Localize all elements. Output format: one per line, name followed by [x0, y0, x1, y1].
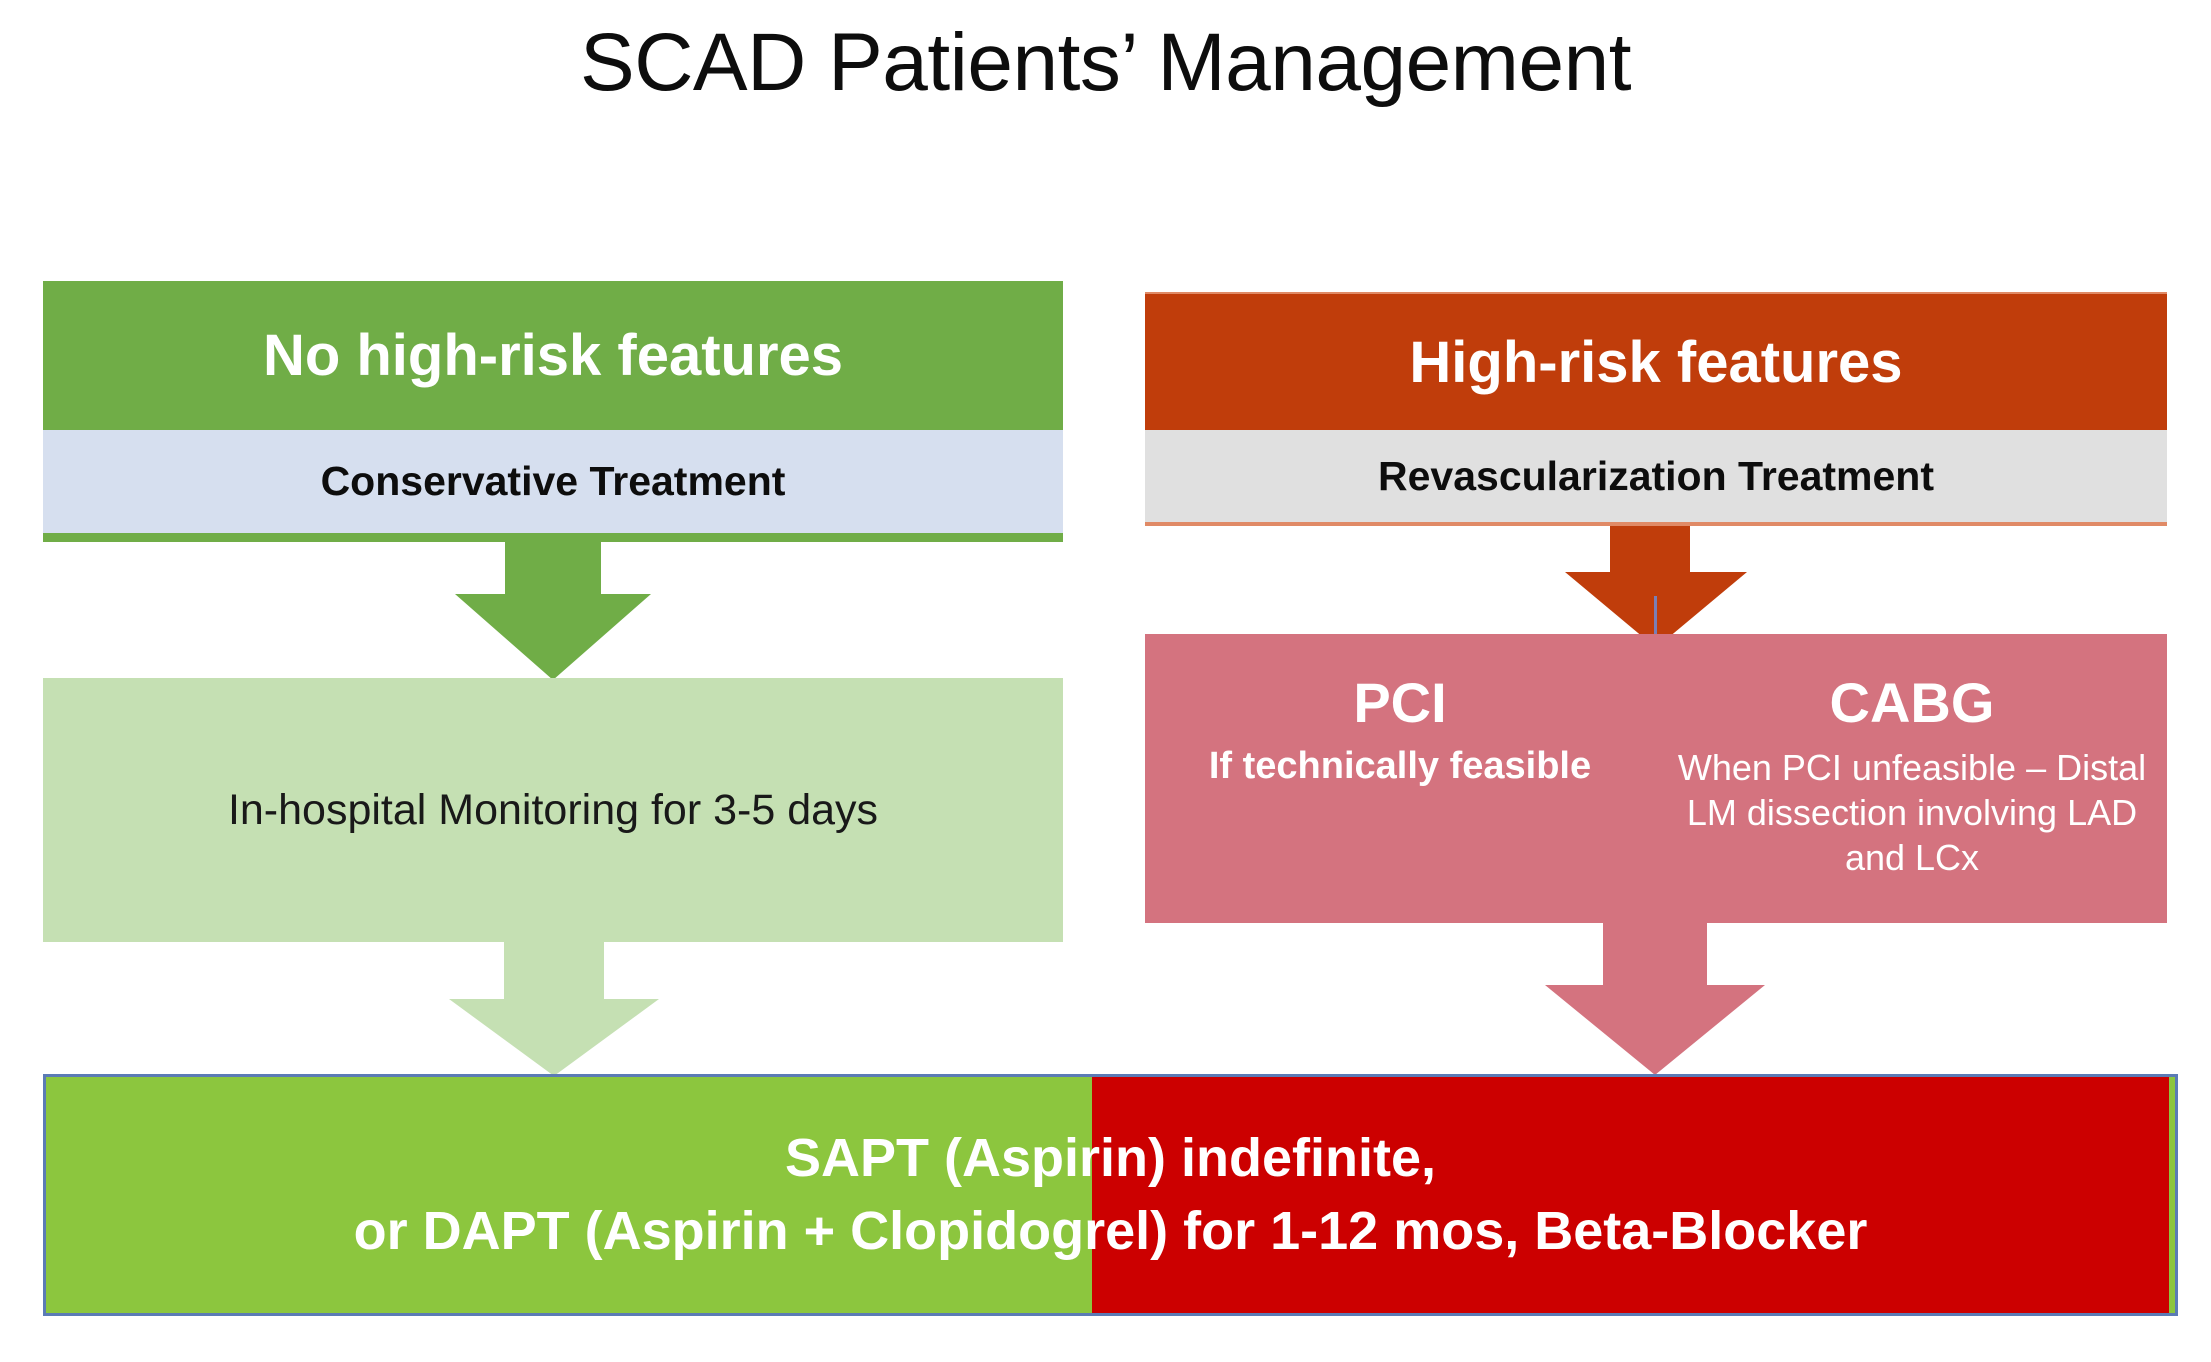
right-branch-underline: [1145, 522, 2167, 526]
pink-down-arrow-icon: [1545, 923, 1765, 1075]
option-pci: PCI If technically feasible: [1145, 634, 1655, 923]
option-cabg-detail: When PCI unfeasible – Distal LM dissecti…: [1677, 746, 2147, 878]
green-down-arrow-icon: [455, 540, 651, 680]
outcome-banner-text: SAPT (Aspirin) indefinite, or DAPT (Aspi…: [46, 1077, 2175, 1313]
right-branch-subheader: Revascularization Treatment: [1145, 430, 2167, 522]
orange-down-arrow-icon: [1565, 526, 1747, 648]
left-branch-header: No high-risk features: [43, 281, 1063, 430]
outcome-banner-right-edge: [2169, 1077, 2175, 1313]
outcome-line-2: or DAPT (Aspirin + Clopidogrel) for 1-12…: [353, 1201, 1868, 1261]
left-branch-underline: [43, 533, 1063, 542]
page-title: SCAD Patients’ Management: [580, 17, 1631, 108]
option-pci-title: PCI: [1353, 671, 1447, 734]
right-branch-header: High-risk features: [1145, 292, 2167, 430]
pale-green-down-arrow-icon: [449, 942, 659, 1076]
right-branch-options-box: PCI If technically feasible CABG When PC…: [1145, 634, 2167, 923]
option-pci-detail: If technically feasible: [1208, 744, 1592, 787]
left-branch-step-box: In-hospital Monitoring for 3-5 days: [43, 678, 1063, 942]
option-cabg: CABG When PCI unfeasible – Distal LM dis…: [1655, 634, 2167, 923]
outcome-line-1: SAPT (Aspirin) indefinite,: [784, 1128, 1436, 1189]
outcome-banner-red-half: [1092, 1077, 2172, 1313]
option-cabg-title: CABG: [1829, 671, 1995, 734]
left-branch-subheader: Conservative Treatment: [43, 430, 1063, 533]
outcome-banner-green-half: [46, 1077, 1092, 1313]
outcome-banner: SAPT (Aspirin) indefinite, or DAPT (Aspi…: [43, 1074, 2178, 1316]
